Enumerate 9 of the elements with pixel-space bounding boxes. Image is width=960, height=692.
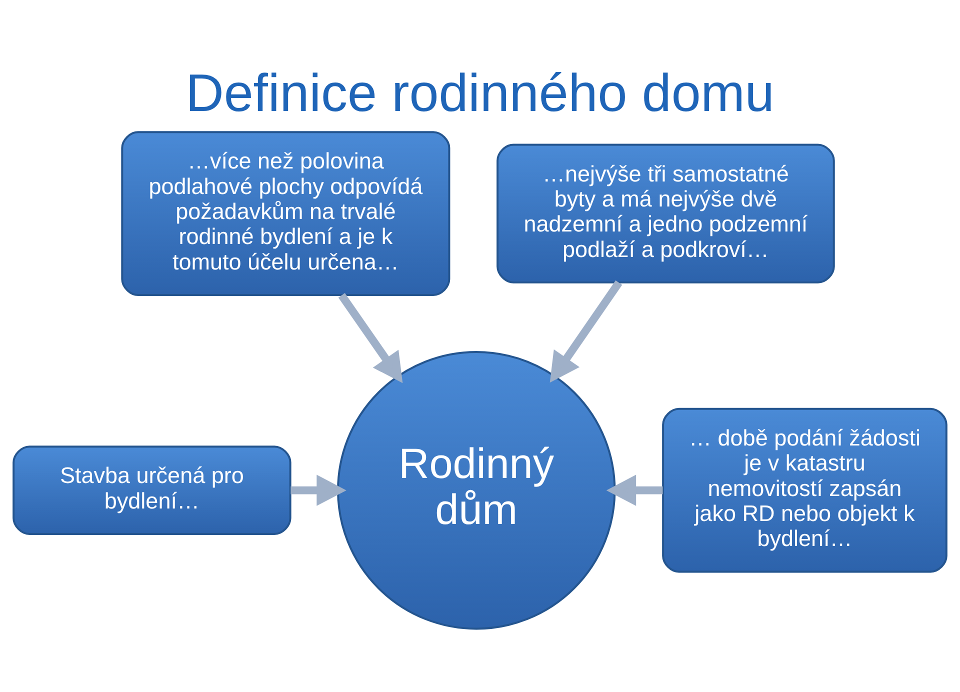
diagram-title: Definice rodinného domu bbox=[186, 64, 774, 123]
arrow bbox=[550, 280, 622, 383]
arrow bbox=[290, 474, 346, 506]
node-box: …nejvýše tři samostatné byty a má nejvýše dvě nadzemní a jedno podzemní podlaží a podkroví… bbox=[496, 144, 835, 284]
node-box: … době podání žádosti je v katastru nemovitostí zapsán jako RD nebo objekt k bydlení… bbox=[662, 408, 948, 573]
node-box: Stavba určená pro bydlení… bbox=[12, 446, 292, 536]
arrow bbox=[606, 474, 663, 506]
node-box: …více než polovina podlahové plochy odpovídá požadavkům na trvalé rodinné bydlení a je k tomuto účelu určena… bbox=[121, 131, 450, 296]
arrow bbox=[338, 293, 403, 384]
